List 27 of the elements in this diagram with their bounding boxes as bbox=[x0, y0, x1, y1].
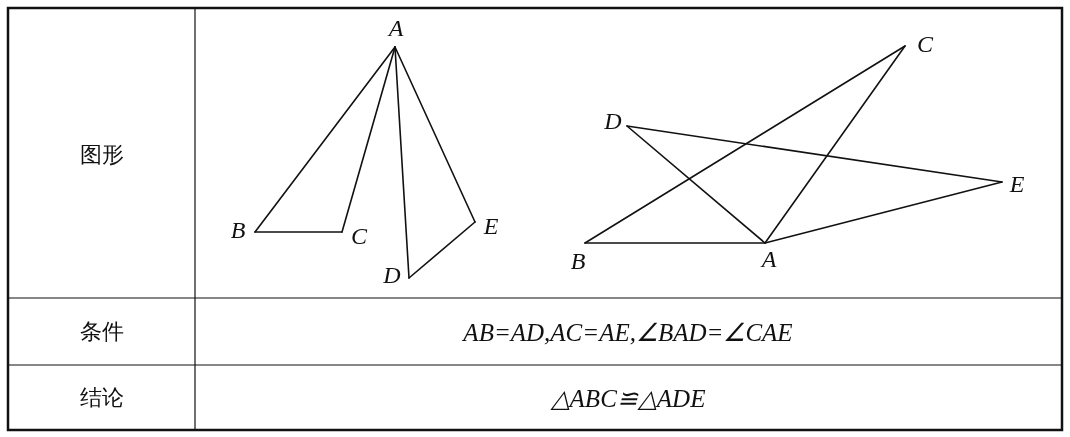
point-label: E bbox=[483, 214, 499, 238]
point-label: A bbox=[761, 247, 777, 271]
point-label: C bbox=[917, 32, 933, 56]
line-segment bbox=[584, 242, 766, 244]
line-segment bbox=[408, 221, 476, 279]
point-label: D bbox=[383, 263, 401, 287]
row-heading: 结论 bbox=[80, 384, 124, 412]
line-segment bbox=[394, 46, 476, 223]
formula-text: AB=AD,AC=AE,∠BAD=∠CAE bbox=[463, 317, 793, 347]
line-segment bbox=[626, 125, 1003, 183]
point-label: A bbox=[388, 16, 404, 40]
row-heading: 条件 bbox=[80, 318, 124, 346]
point-label: C bbox=[351, 224, 367, 248]
formula-text: △ABC≌△ADE bbox=[550, 383, 706, 413]
point-label: B bbox=[230, 218, 246, 242]
line-segment bbox=[764, 181, 1003, 244]
row-heading: 图形 bbox=[80, 141, 124, 169]
line-segment bbox=[254, 46, 396, 233]
line-segment bbox=[394, 46, 410, 279]
point-label: E bbox=[1009, 172, 1025, 196]
point-label: B bbox=[570, 249, 586, 273]
line-segment bbox=[254, 231, 343, 233]
line-segment bbox=[341, 46, 396, 233]
point-label: D bbox=[604, 109, 622, 133]
line-segment bbox=[584, 45, 906, 244]
line-segment bbox=[626, 125, 766, 244]
line-segment bbox=[764, 45, 906, 244]
